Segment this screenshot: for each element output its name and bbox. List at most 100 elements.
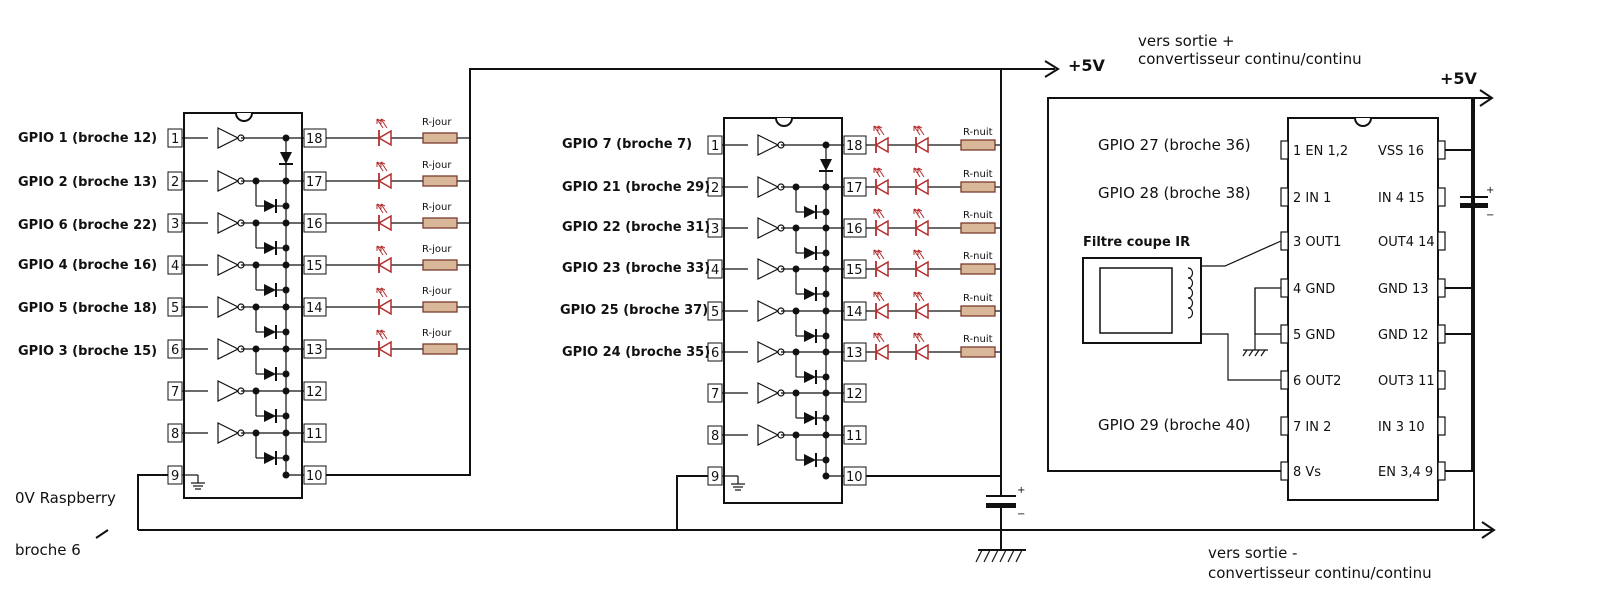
night-input-label: GPIO 24 (broche 35) <box>562 345 710 360</box>
pin-number: 15 <box>306 259 323 274</box>
bridge-pin-left: 1 EN 1,2 <box>1293 144 1348 159</box>
day-input-label: GPIO 6 (broche 22) <box>18 218 157 233</box>
pin-number: 15 <box>846 263 863 278</box>
vcc-bus <box>326 68 1055 476</box>
junction-dot <box>282 244 290 252</box>
ir-wire-1 <box>1201 240 1282 267</box>
bridge-pin-right: VSS 16 <box>1378 144 1424 159</box>
pin-box <box>1280 278 1289 298</box>
junction-dot <box>822 265 830 273</box>
day-input-label: GPIO 1 (broche 12) <box>18 131 157 146</box>
bridge-pin-left: 3 OUT1 <box>1293 235 1341 250</box>
chip-notch <box>235 112 253 122</box>
bridge-pin-left: 5 GND <box>1293 328 1335 343</box>
ir-filter-label: Filtre coupe IR <box>1083 235 1190 250</box>
chip-notch <box>775 117 793 127</box>
junction-dot <box>822 332 830 340</box>
pin-number: 10 <box>846 470 863 485</box>
pin-number: 7 <box>711 387 719 402</box>
pin-box <box>1437 416 1446 436</box>
day-input-label: GPIO 5 (broche 18) <box>18 301 157 316</box>
to-plus-label-line2: convertisseur continu/continu <box>1138 50 1362 68</box>
bridge-pin-left: 7 IN 2 <box>1293 420 1331 435</box>
earth-hatch <box>975 549 983 563</box>
pin-box <box>1437 187 1446 207</box>
pin-number: 1 <box>171 132 179 147</box>
pin-number: 18 <box>846 139 863 154</box>
resistor-label: R-nuit <box>963 210 993 221</box>
night-input-label: GPIO 25 (broche 37) <box>560 303 708 318</box>
ic1-gnd-wire <box>137 474 168 530</box>
to-plus-label-line1: vers sortie + <box>1138 32 1235 50</box>
plus5v-label-top: +5V <box>1068 56 1106 75</box>
pin-number: 9 <box>711 470 719 485</box>
bridge-gpio-label: GPIO 29 (broche 40) <box>1098 416 1251 434</box>
bridge-pin-right: EN 3,4 9 <box>1378 465 1433 480</box>
junction-dot <box>822 472 830 480</box>
capacitor-plate <box>986 503 1016 508</box>
junction-dot <box>282 412 290 420</box>
resistor-label: R-jour <box>422 286 452 297</box>
pin-box <box>1437 370 1446 390</box>
junction-dot <box>822 389 830 397</box>
pin-box <box>1280 416 1289 436</box>
pin-box <box>1280 140 1289 160</box>
bridge-pin-right: IN 3 10 <box>1378 420 1425 435</box>
bridge-gpio-label: GPIO 27 (broche 36) <box>1098 136 1251 154</box>
pin-number: 2 <box>711 181 719 196</box>
junction-dot <box>282 202 290 210</box>
arrow-gnd <box>1481 521 1496 539</box>
pin-number: 18 <box>306 132 323 147</box>
earth-hatch <box>1260 349 1266 357</box>
junction-dot <box>282 261 290 269</box>
junction-dot <box>282 177 290 185</box>
arrow-plus5v <box>1044 60 1060 78</box>
pin-number: 8 <box>711 429 719 444</box>
pin-box <box>1280 231 1289 251</box>
earth-hatch <box>1254 349 1260 357</box>
pin-box <box>1280 370 1289 390</box>
gnd-stub <box>95 529 109 539</box>
pin-number: 11 <box>306 427 323 442</box>
pin-box <box>1437 140 1446 160</box>
pin-number: 2 <box>171 175 179 190</box>
resistor-label: R-nuit <box>963 169 993 180</box>
resistor-label: R-nuit <box>963 251 993 262</box>
resistor-label: R-jour <box>422 244 452 255</box>
junction-dot <box>282 471 290 479</box>
pin-box <box>1437 461 1446 481</box>
pin-number: 3 <box>711 222 719 237</box>
pin-number: 4 <box>711 263 719 278</box>
pin-number: 5 <box>171 301 179 316</box>
resistor-label: R-jour <box>422 117 452 128</box>
pin-number: 14 <box>846 305 863 320</box>
junction-dot <box>822 307 830 315</box>
pin-number: 17 <box>306 175 323 190</box>
junction-dot <box>282 370 290 378</box>
night-input-label: GPIO 22 (broche 31) <box>562 220 710 235</box>
junction-dot <box>822 249 830 257</box>
bridge-pin-right: OUT4 14 <box>1378 235 1435 250</box>
junction-dot <box>282 328 290 336</box>
junction-dot <box>282 345 290 353</box>
earth-hatch <box>999 549 1007 563</box>
earth-hatch <box>1248 349 1254 357</box>
bridge-pin-left: 4 GND <box>1293 282 1335 297</box>
earth-hatch <box>983 549 991 563</box>
bridge-pin-right: GND 12 <box>1378 328 1428 343</box>
night-input-label: GPIO 7 (broche 7) <box>562 137 692 152</box>
pin-box <box>1280 187 1289 207</box>
pin-number: 5 <box>711 305 719 320</box>
junction-dot <box>822 348 830 356</box>
day-input-label: GPIO 2 (broche 13) <box>18 175 157 190</box>
resistor-label: R-nuit <box>963 334 993 345</box>
pin-number: 3 <box>171 217 179 232</box>
resistor-label: R-jour <box>422 202 452 213</box>
junction-dot <box>822 456 830 464</box>
bridge-pin-left: 8 Vs <box>1293 465 1321 480</box>
arrow-plus5v-right <box>1479 89 1494 107</box>
pin-box <box>1437 231 1446 251</box>
cap-plus: + <box>1486 185 1494 196</box>
junction-dot <box>822 183 830 191</box>
